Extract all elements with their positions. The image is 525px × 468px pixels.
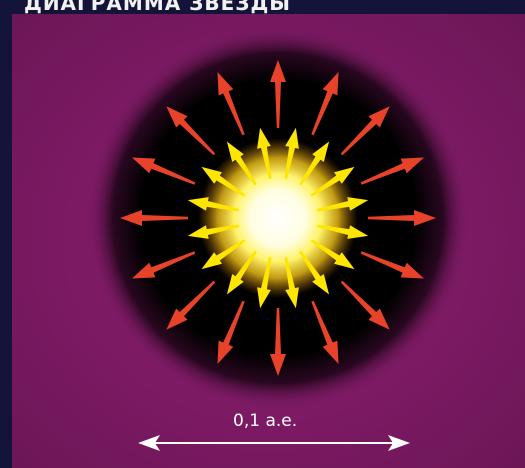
scale-arrow (138, 435, 410, 451)
star-core (198, 138, 358, 298)
scale-label: 0,1 a.e. (233, 411, 297, 431)
